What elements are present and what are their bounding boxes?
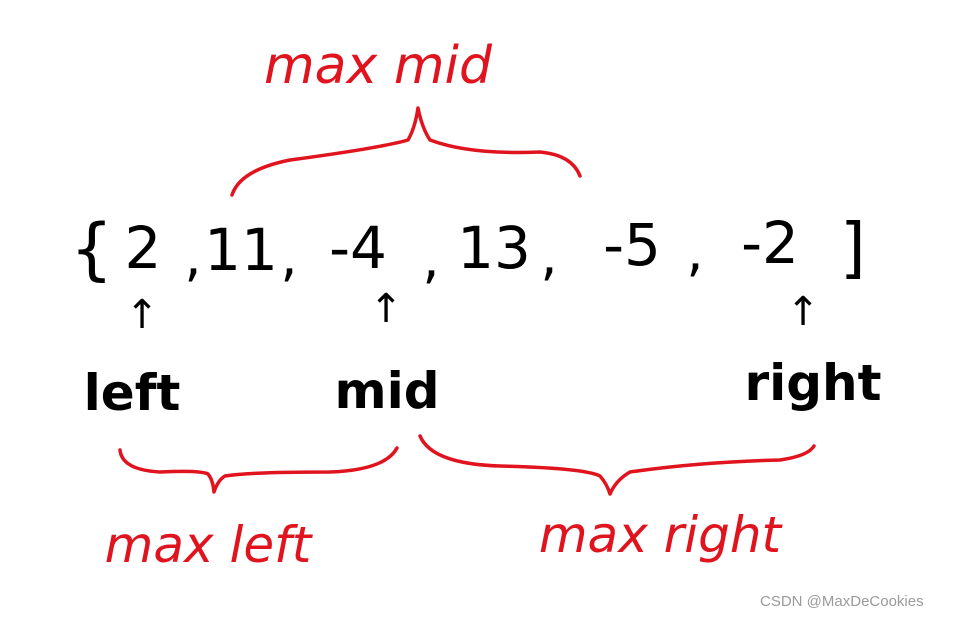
max-right-brace	[418, 434, 816, 496]
max-left-brace	[118, 446, 399, 494]
max-right-label: max right	[539, 506, 784, 564]
max-left-annotation: max left	[105, 446, 399, 574]
open-brace: {	[70, 210, 113, 289]
max-left-label: max left	[105, 516, 314, 574]
max-mid-brace	[230, 106, 582, 197]
array-separator-2: ,	[422, 227, 439, 290]
array-separator-1: ,	[280, 225, 297, 288]
max-mid-label: max mid	[264, 36, 493, 96]
mid-arrow-icon: ↑	[369, 286, 403, 332]
array-separator-0: ,	[184, 225, 201, 288]
right-label: right	[744, 354, 881, 412]
array-element-4: -5	[603, 211, 661, 279]
array-element-2: -4	[329, 214, 387, 282]
right-arrow-icon: ↑	[786, 289, 820, 335]
csdn-watermark: CSDN @MaxDeCookies	[760, 593, 924, 610]
pointer-labels: left mid right	[84, 354, 882, 422]
close-brace: ]	[840, 209, 866, 286]
array-element-1: 11	[204, 216, 278, 284]
pointer-arrows: ↑ ↑ ↑	[125, 286, 820, 338]
array-separator-3: ,	[540, 224, 557, 287]
max-mid-annotation: max mid	[230, 36, 582, 197]
array-element-0: 2	[125, 214, 162, 282]
array-element-3: 13	[457, 214, 531, 282]
array-expression: { 2 , 11 , -4 , 13 , -5 , -2 ]	[70, 209, 866, 290]
left-arrow-icon: ↑	[125, 292, 159, 338]
array-separator-4: ,	[686, 220, 703, 283]
array-element-5: -2	[741, 209, 799, 277]
max-right-annotation: max right	[418, 434, 816, 564]
mid-label: mid	[334, 362, 439, 420]
left-label: left	[84, 364, 181, 422]
